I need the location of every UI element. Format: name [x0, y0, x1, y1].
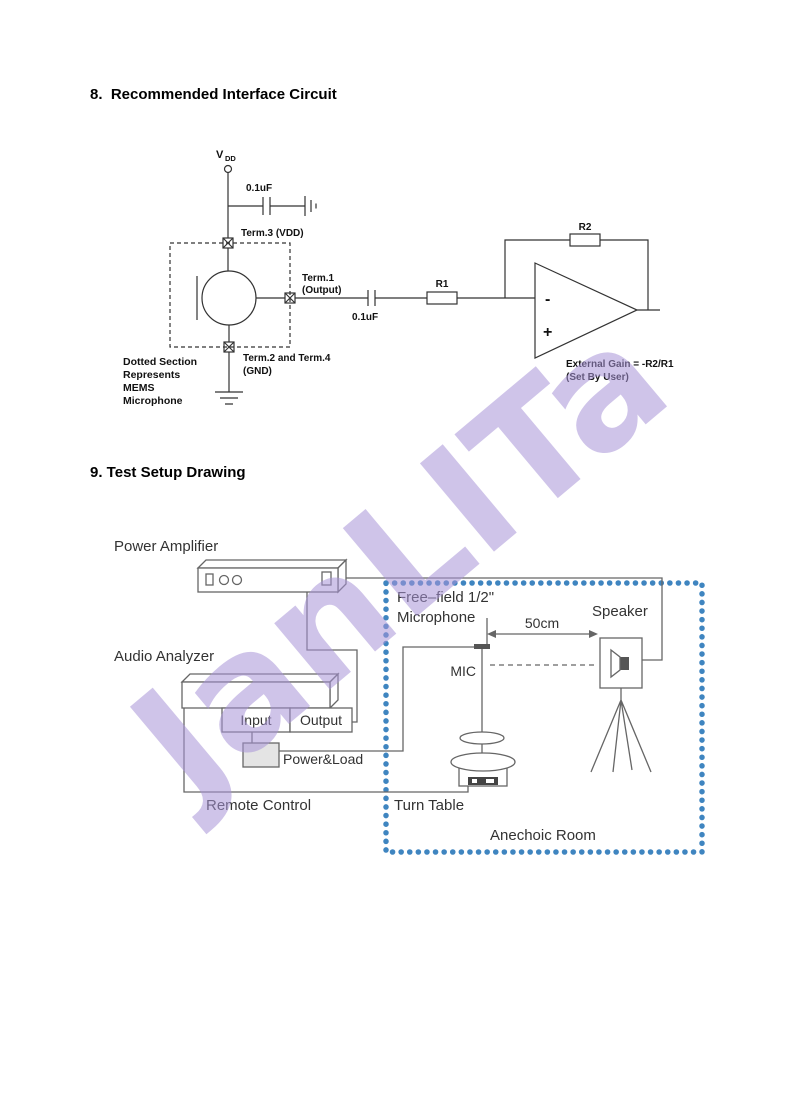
turntable-platter — [450, 752, 516, 772]
bypass-ground-symbol — [304, 196, 317, 216]
turntable-control-panel — [468, 777, 498, 785]
speaker-horn-icon — [610, 648, 621, 679]
input-label: Input — [240, 712, 271, 728]
mems-note-line4: Microphone — [123, 395, 183, 407]
mic-capsule-icon — [474, 644, 490, 649]
amp-switch-icon — [205, 573, 214, 586]
term1-label: Term.1 — [302, 273, 334, 284]
r2-label: R2 — [579, 222, 592, 233]
gain-note-line2: (Set By User) — [566, 372, 629, 383]
output-port-cell — [289, 707, 353, 733]
amp-knob-icon — [218, 574, 230, 586]
vdd-terminal — [223, 164, 233, 174]
microphone-assembly — [459, 644, 505, 762]
bypass-capacitor-symbol — [262, 197, 271, 215]
vdd-label: V — [216, 149, 224, 161]
mems-dotted-section — [169, 242, 291, 348]
analyzer-to-amp-wire — [306, 592, 358, 723]
speaker-cabinet — [599, 637, 643, 689]
r2-resistor — [569, 233, 601, 247]
test-setup: Power Amplifier Audio Analyzer Input Out… — [114, 538, 705, 855]
term24-label: Term.2 and Term.4 — [243, 353, 331, 364]
distance-label: 50cm — [525, 615, 559, 631]
arrow-right-icon — [589, 630, 598, 638]
turntable-button-icon — [486, 779, 494, 783]
turntable-button-icon — [472, 779, 477, 783]
freefield-mic-label-line2: Microphone — [397, 609, 475, 626]
feedback-and-output-wire — [504, 239, 660, 311]
speaker-label: Speaker — [592, 603, 648, 620]
opamp-symbol — [534, 262, 639, 359]
section-8-heading: 8. Recommended Interface Circuit — [90, 86, 337, 103]
gain-note-line1: External Gain = -R2/R1 — [566, 359, 674, 370]
mic-label: MIC — [450, 663, 476, 679]
speaker-tripod — [590, 688, 652, 773]
vdd-subscript: DD — [225, 154, 236, 163]
power-load-label: Power&Load — [283, 751, 363, 767]
audio-analyzer-label: Audio Analyzer — [114, 648, 214, 665]
mems-note-line3: MEMS — [123, 382, 155, 394]
term24-pad-icon — [223, 341, 235, 353]
ground-symbol — [215, 391, 243, 405]
turn-table-label: Turn Table — [394, 797, 464, 814]
term1-output-label: (Output) — [302, 285, 341, 296]
term24-gnd-label: (GND) — [243, 366, 272, 377]
term3-label: Term.3 (VDD) — [241, 228, 304, 239]
audio-analyzer-box — [180, 672, 353, 733]
output-label: Output — [300, 712, 342, 728]
anechoic-room-label: Anechoic Room — [490, 827, 596, 844]
bypass-capacitor-label: 0.1uF — [246, 183, 272, 194]
turn-table-assembly — [450, 752, 516, 787]
power-amplifier-label: Power Amplifier — [114, 538, 218, 555]
remote-control-label: Remote Control — [206, 797, 311, 814]
power-load-box — [242, 742, 280, 768]
mems-note-line2: Represents — [123, 369, 180, 381]
mic-signal-wire — [279, 646, 474, 752]
opamp-plus-input: + — [543, 324, 552, 341]
coupling-capacitor-label: 0.1uF — [352, 312, 378, 323]
amp-knob-icon — [231, 574, 243, 586]
r1-resistor — [426, 291, 458, 305]
interface-circuit: V DD 0.1uF Term.3 (VDD) Term.1 (Output) — [123, 149, 674, 407]
mic-stand-disc — [459, 731, 505, 745]
amp-connector-icon — [321, 571, 332, 586]
speaker-assembly — [590, 637, 652, 773]
distance-marker — [486, 618, 598, 644]
arrow-left-icon — [487, 630, 496, 638]
freefield-mic-label-line1: Free–field 1/2" — [397, 589, 494, 606]
power-amplifier-box — [196, 558, 348, 594]
vdd-wire — [227, 172, 305, 238]
remote-control-wire — [183, 708, 469, 793]
opamp-minus-input: - — [545, 291, 550, 308]
coupling-capacitor-symbol — [367, 290, 376, 306]
speaker-driver-icon — [620, 657, 629, 670]
amp-to-speaker-wire — [338, 577, 663, 661]
section-9-heading: 9. Test Setup Drawing — [90, 464, 246, 481]
r1-label: R1 — [436, 279, 449, 290]
mems-note-line1: Dotted Section — [123, 356, 197, 368]
mems-microphone-symbol — [201, 270, 257, 326]
